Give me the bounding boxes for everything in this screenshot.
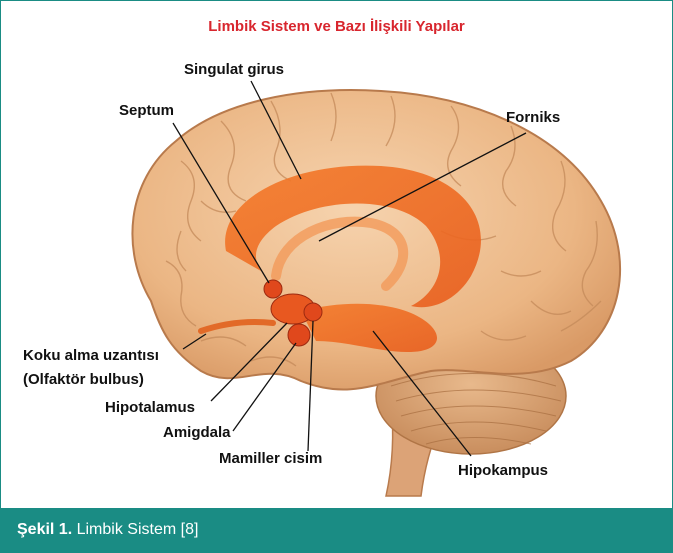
- figure-title: Limbik Sistem ve Bazı İlişkili Yapılar: [1, 18, 672, 35]
- label-hipokampus: Hipokampus: [458, 462, 548, 479]
- figure-caption: Şekil 1. Limbik Sistem [8]: [1, 508, 672, 552]
- label-amigdala: Amigdala: [163, 424, 231, 441]
- label-mamiller-cisim: Mamiller cisim: [219, 450, 322, 467]
- brain-svg: [1, 1, 672, 508]
- brain-illustration: Limbik Sistem ve Bazı İlişkili Yapılar S…: [1, 1, 672, 508]
- amygdala-node: [288, 324, 310, 346]
- label-singulat-girus: Singulat girus: [184, 61, 284, 78]
- septum-node: [264, 280, 282, 298]
- label-olfaktor-bulbus: (Olfaktör bulbus): [23, 371, 144, 388]
- caption-prefix: Şekil 1.: [17, 521, 72, 538]
- label-septum: Septum: [119, 102, 174, 119]
- mammillary-node: [304, 303, 322, 321]
- label-koku-alma: Koku alma uzantısı: [23, 347, 159, 364]
- label-forniks: Forniks: [506, 109, 560, 126]
- label-hipotalamus: Hipotalamus: [105, 399, 195, 416]
- caption-text: Limbik Sistem [8]: [72, 521, 198, 538]
